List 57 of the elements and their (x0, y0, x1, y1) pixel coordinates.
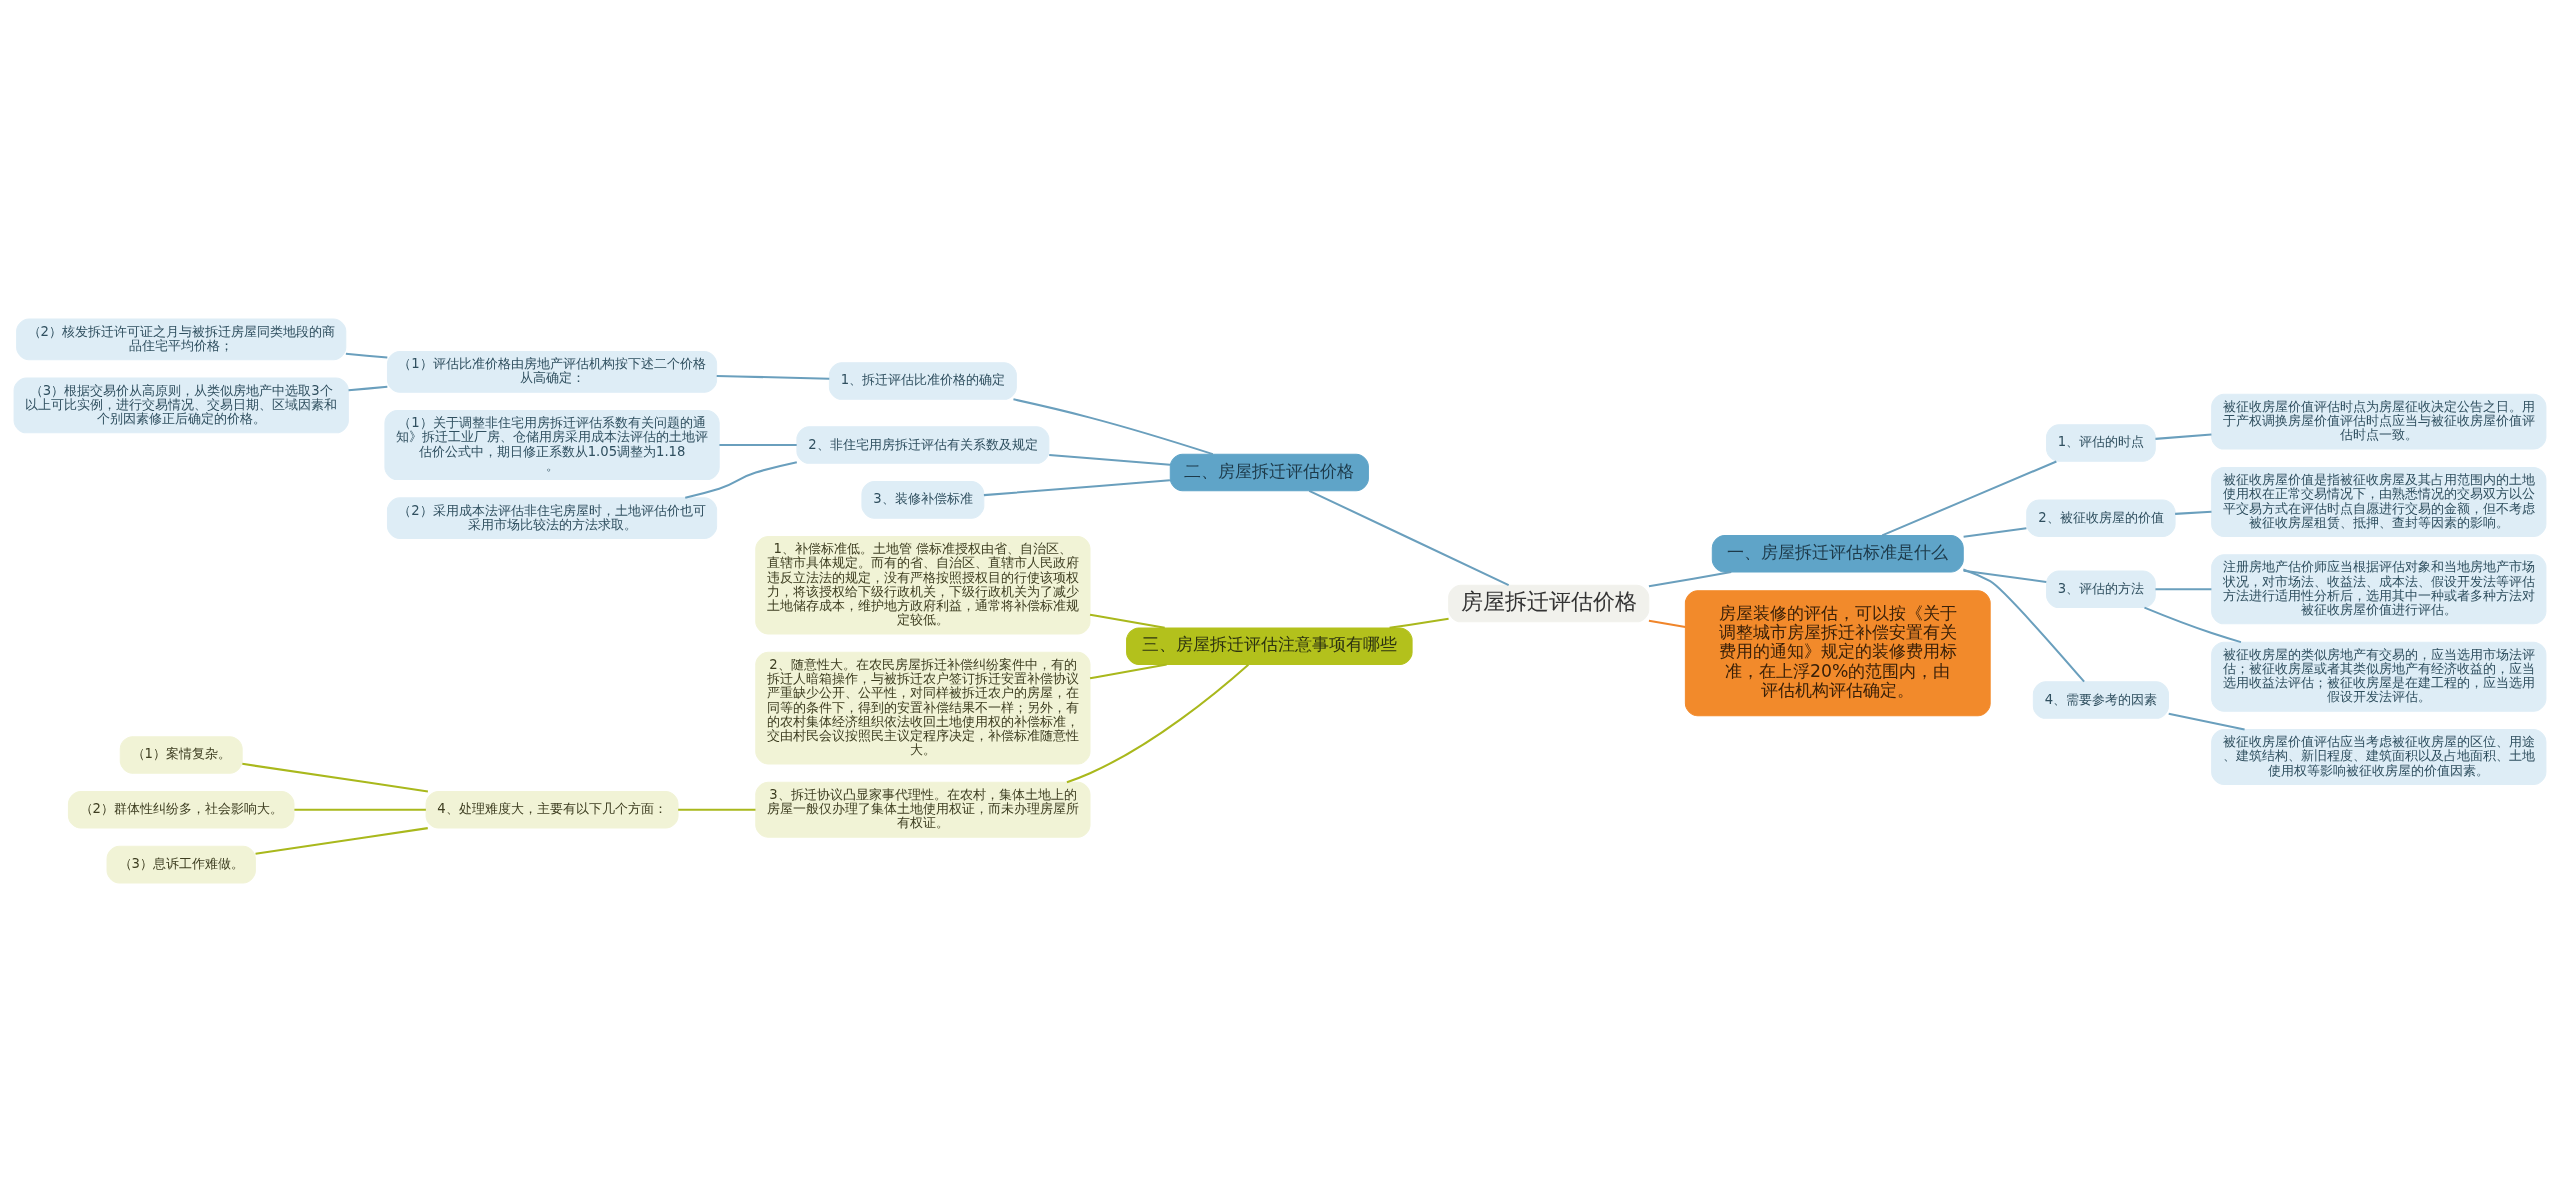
connector (1881, 460, 2057, 537)
node-box: （1）关于调整非住宅用房拆迁评估系数有关问题的通知》拆迁工业厂房、仓储用房采用成本法评估的土地评估价公式中，期日修正系数从1.05调整为1.18。 (384, 410, 720, 481)
node-box: 被征收房屋价值评估时点为房屋征收决定公告之日。用于产权调换房屋价值评估时点应当与被征收房屋价值评估时点一致。 (2211, 393, 2547, 450)
node-box: 2、非住宅用房拆迁评估有关系数及规定 (796, 426, 1050, 464)
node-box: 注册房地产估价师应当根据评估对象和当地房地产市场状况，对市场法、收益法、成本法、假设开发法等评估方法进行适用性分析后，选用其中一种或者多种方法对被征收房屋价值进行评估。 (2211, 554, 2547, 625)
connector (348, 385, 388, 392)
node-box: （3）息诉工作难做。 (106, 845, 256, 884)
node-box: （1）案情复杂。 (119, 736, 243, 774)
connector (255, 827, 428, 855)
node-box: 房屋拆迁评估价格 (1448, 584, 1650, 623)
node-box: （2）核发拆迁许可证之月与被拆迁房屋同类地段的商品住宅平均价格； (16, 318, 347, 361)
node-box: 4、处理难度大，主要有以下几个方面： (425, 791, 679, 829)
connector (719, 444, 797, 447)
node-box: （1）评估比准价格由房地产评估机构按下述二个价格从高确定： (386, 351, 718, 393)
connector (1648, 571, 1732, 588)
node-box: （2）采用成本法评估非住宅房屋时，土地评估价也可采用市场比较法的方法求取。 (386, 497, 718, 540)
connector (294, 808, 426, 811)
node-box: 房屋装修的评估，可以按《关于调整城市房屋拆迁补偿安置有关费用的通知》规定的装修费用标准，在上浮20%的范围内，由评估机构评估确定。 (1684, 590, 1991, 717)
node-box: 3、拆迁协议凸显家事代理性。在农村，集体土地上的房屋一般仅办理了集体土地使用权证，而未办理房屋所有权证。 (755, 781, 1091, 838)
node-box: （3）根据交易价从高原则，从类似房地产中选取3个以上可比实例，进行交易情况、交易日期、区域因素和个别因素修正后确定的价格。 (13, 377, 349, 434)
connector (716, 374, 830, 380)
node-box: 1、补偿标准低。土地管 偿标准授权由省、自治区、直辖市具体规定。而有的省、自治区、直辖市人民政府违反立法法的规定，没有严格按照授权目的行使该项权力，将该授权给下级行政机关，下级行政机关为了减少土地储存成本，维护地方政府利益，通常将补偿标准规定较低。 (755, 535, 1091, 635)
connector (242, 762, 429, 793)
connector (1648, 619, 1686, 629)
node-box: 三、房屋拆迁评估注意事项有哪些 (1126, 627, 1413, 665)
node-box: （2）群体性纠纷多，社会影响大。 (67, 791, 295, 829)
node-box: 被征收房屋价值评估应当考虑被征收房屋的区位、用途、建筑结构、新旧程度、建筑面积以及占地面积、土地使用权等影响被征收房屋的价值因素。 (2211, 729, 2547, 785)
node-box: 4、需要参考的因素 (2032, 681, 2169, 719)
connector (1963, 527, 2027, 538)
node-box: 被征收房屋的类似房地产有交易的，应当选用市场法评估；被征收房屋或者其类似房地产有经济收益的，应当选用收益法评估；被征收房屋是在建工程的，应当选用假设开发法评估。 (2211, 641, 2547, 712)
connector (1089, 613, 1165, 629)
connector (2175, 510, 2212, 515)
connector (678, 808, 756, 811)
connector (345, 352, 388, 359)
node-box: 3、评估的方法 (2046, 570, 2156, 609)
node-box: 2、被征收房屋的价值 (2026, 499, 2176, 537)
connector (2155, 433, 2212, 440)
connector (1066, 663, 1249, 784)
connector (2168, 712, 2245, 731)
node-box: 1、拆迁评估比准价格的确定 (828, 362, 1017, 400)
connector (1049, 454, 1171, 466)
connector (1089, 663, 1167, 680)
connector (983, 479, 1171, 497)
connector (2144, 606, 2242, 644)
connector (685, 461, 798, 499)
connector (1963, 568, 2085, 683)
node-box: 1、评估的时点 (2046, 424, 2156, 462)
node-box: 3、装修补偿标准 (861, 481, 985, 519)
node-box: 2、随意性大。在农民房屋拆迁补偿纠纷案件中，有的拆迁人暗箱操作，与被拆迁农户签订拆迁安置补偿协议严重缺少公开、公平性，对同样被拆迁农户的房屋，在同等的条件下，得到的安置补偿结果不一样；另外，有的农村集体经济组织依法收回土地使用权的补偿标准，交由村民会议按照民主议定程序决定，补偿标准随意性大。 (755, 651, 1091, 765)
node-box: 一、房屋拆迁评估标准是什么 (1711, 534, 1964, 573)
node-box: 二、房屋拆迁评估价格 (1169, 453, 1369, 492)
connector (1308, 489, 1510, 586)
node-box: 被征收房屋价值是指被征收房屋及其占用范围内的土地使用权在正常交易情况下，由熟悉情况的交易双方以公平交易方式在评估时点自愿进行交易的金额，但不考虑被征收房屋租赁、抵押、查封等因素的影响。 (2211, 466, 2547, 537)
connector (1389, 617, 1449, 629)
connector (1013, 398, 1214, 456)
connector (2155, 588, 2212, 591)
connector (1963, 569, 2047, 583)
